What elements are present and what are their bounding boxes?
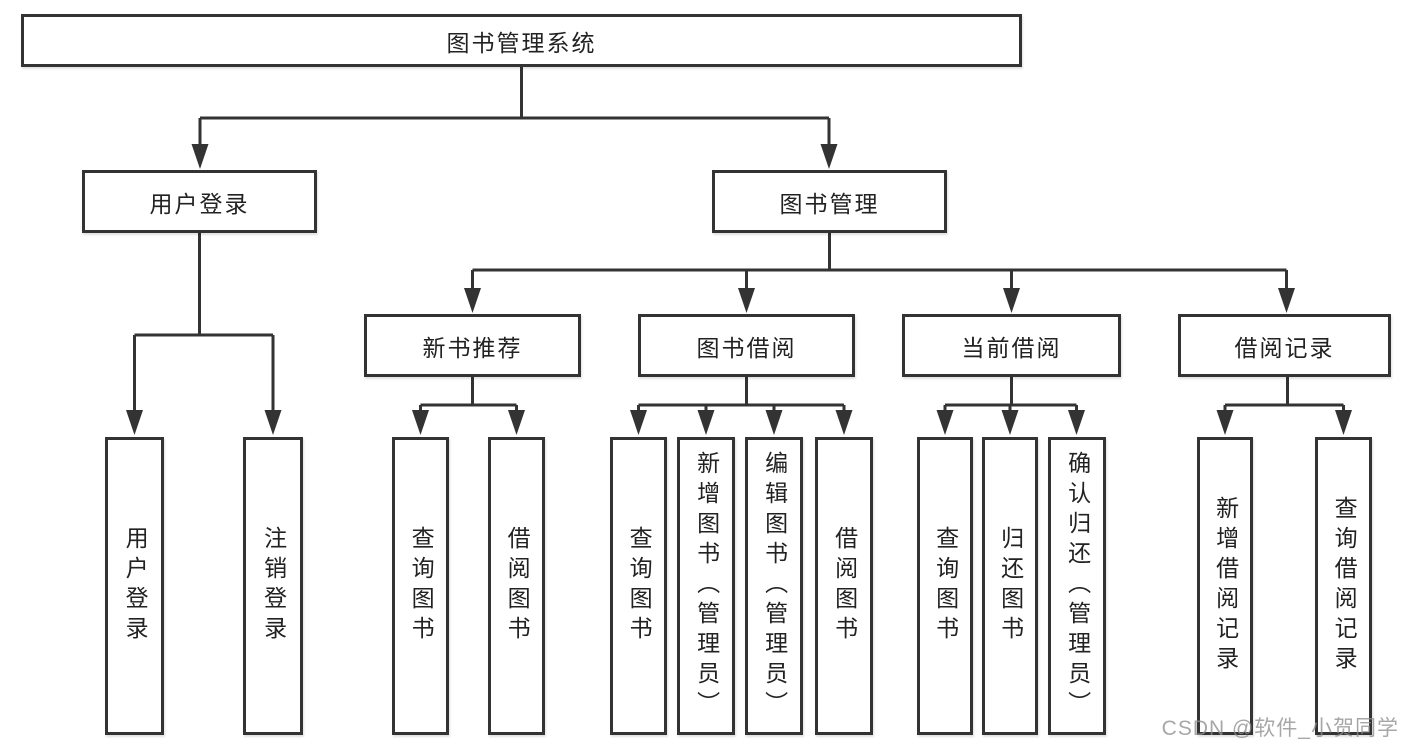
node-label: 新增借阅记录 (1212, 496, 1239, 676)
node-label: 查询图书 (932, 526, 959, 646)
connector-root-to-level2 (198, 67, 831, 150)
leaf-add-books-admin: 新增图书（管理员） (677, 437, 735, 735)
node-label: 确认归还（管理员） (1064, 451, 1091, 721)
node-book-borrowing: 图书借阅 (638, 314, 855, 377)
leaf-borrow-books: 借阅图书 (815, 437, 873, 735)
node-label: 借阅记录 (1234, 334, 1335, 361)
connector-book-management-branch (471, 233, 1288, 295)
leaf-user-login: 用户登录 (105, 437, 164, 735)
node-label: 编辑图书（管理员） (761, 451, 788, 721)
leaf-query-borrow-record: 查询借阅记录 (1315, 437, 1372, 735)
node-label: 图书管理系统 (446, 29, 597, 56)
node-current-borrowing: 当前借阅 (902, 314, 1121, 377)
node-label: 查询借阅记录 (1331, 496, 1358, 676)
node-label: 归还图书 (997, 526, 1024, 646)
connector-user-login-branch (133, 233, 275, 416)
node-label: 用户登录 (122, 526, 149, 646)
leaf-return-books: 归还图书 (982, 437, 1038, 735)
node-label: 查询图书 (408, 526, 435, 646)
node-label: 借阅图书 (831, 526, 858, 646)
node-label: 用户登录 (149, 190, 250, 217)
connector-borrow-record-branch (1223, 377, 1345, 418)
node-label: 当前借阅 (961, 334, 1062, 361)
leaf-query-books: 查询图书 (917, 437, 973, 735)
leaf-confirm-return-admin: 确认归还（管理员） (1048, 437, 1106, 735)
node-label: 图书管理 (779, 190, 880, 217)
node-label: 注销登录 (260, 526, 287, 646)
leaf-query-books: 查询图书 (392, 437, 449, 735)
leaf-query-books: 查询图书 (610, 437, 667, 735)
node-label: 查询图书 (626, 526, 653, 646)
connector-new-book-branch (419, 377, 518, 418)
node-borrowing-records: 借阅记录 (1178, 314, 1391, 377)
leaf-logout: 注销登录 (243, 437, 303, 735)
watermark: CSDN @软件_小贺同学 (1161, 717, 1399, 740)
node-new-book-recommend: 新书推荐 (364, 314, 581, 377)
leaf-add-borrow-record: 新增借阅记录 (1197, 437, 1253, 735)
node-book-management: 图书管理 (712, 170, 947, 233)
node-label: 借阅图书 (504, 526, 531, 646)
connector-book-borrow-branch (637, 377, 846, 418)
arrowheads (126, 144, 1352, 435)
node-label: 图书借阅 (696, 334, 797, 361)
leaf-borrow-books: 借阅图书 (488, 437, 545, 735)
leaf-edit-books-admin: 编辑图书（管理员） (745, 437, 803, 735)
node-library-management-system: 图书管理系统 (21, 14, 1022, 67)
node-user-login: 用户登录 (82, 170, 317, 233)
node-label: 新书推荐 (422, 334, 523, 361)
node-label: 新增图书（管理员） (693, 451, 720, 721)
